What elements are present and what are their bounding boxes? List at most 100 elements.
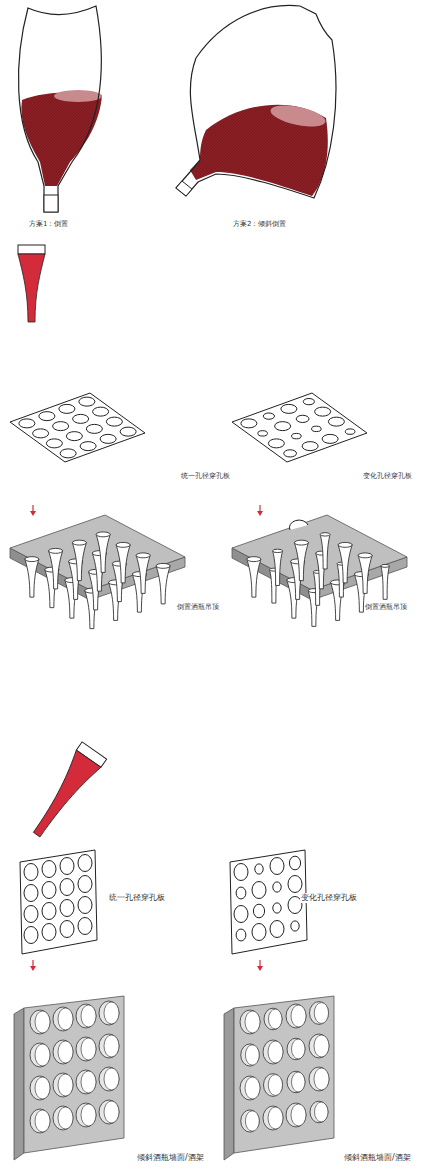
hanging-bottle	[136, 555, 150, 593]
hole	[106, 417, 122, 426]
drawing-part	[247, 557, 261, 562]
bottle-base	[309, 1067, 329, 1091]
hanging-bottle	[96, 534, 110, 572]
bottle-base	[76, 1004, 96, 1028]
caption-label: 方案2：倾斜倒置	[232, 220, 287, 228]
bottle-base	[286, 1103, 306, 1127]
hole	[42, 924, 56, 941]
drawing-part	[72, 540, 86, 545]
drawing-part	[58, 1107, 73, 1129]
hole	[328, 417, 344, 426]
caption-label: 倒置酒瓶吊顶	[364, 603, 408, 611]
drawing-part	[81, 1038, 96, 1060]
hole	[263, 413, 274, 419]
hanging-bottle	[338, 545, 352, 583]
hole	[252, 924, 266, 941]
bottle-base	[240, 1010, 260, 1034]
hole	[302, 442, 318, 451]
hanging-bottle	[320, 534, 330, 569]
drawing-part	[289, 520, 308, 530]
bottle-base	[263, 1106, 283, 1130]
hole	[60, 449, 76, 458]
drawing-part	[314, 1035, 329, 1057]
drawing-part	[269, 1009, 283, 1029]
drawing-part	[320, 533, 330, 536]
caption-label: 统一孔径穿孔板	[108, 893, 166, 903]
tilted-glass	[176, 5, 336, 198]
bottle-base	[264, 1074, 283, 1097]
hole	[120, 427, 136, 436]
drawing-part	[268, 1075, 282, 1096]
hanging-bottle	[247, 559, 261, 597]
upright-glass-icon	[18, 245, 45, 322]
drawing-part	[314, 1068, 329, 1090]
hole	[270, 921, 284, 938]
drawing-part	[58, 1008, 73, 1030]
bottle-base	[53, 1007, 73, 1031]
drawing-part	[268, 1041, 283, 1063]
hole	[345, 429, 355, 434]
drawing-part	[35, 1077, 50, 1099]
bottle-base	[76, 1070, 96, 1094]
hole	[284, 450, 297, 457]
caption-label: 变化孔径穿孔板	[362, 472, 413, 480]
drawing-part	[30, 966, 36, 971]
hanging-bottle	[294, 543, 308, 581]
hanging-bottle	[358, 555, 372, 593]
caption-label: 统一孔径穿孔板	[180, 472, 231, 480]
drawing-part	[58, 1041, 73, 1063]
drawing-part	[314, 1003, 328, 1024]
caption-label: 倒置酒瓶吊顶	[176, 603, 220, 611]
drawing-part	[224, 1008, 234, 1160]
hole	[241, 419, 257, 428]
drawing-part	[291, 1005, 306, 1027]
hole	[33, 429, 49, 438]
hole	[281, 404, 297, 413]
plate	[232, 393, 367, 462]
drawing-part	[268, 1107, 283, 1129]
bottle-base	[287, 1071, 305, 1093]
drawing-part	[104, 1002, 119, 1024]
drawing-part	[338, 542, 352, 547]
bottle-base	[53, 1040, 73, 1064]
hole	[78, 918, 92, 935]
hole	[236, 929, 246, 941]
hole	[73, 414, 89, 423]
bottle-base	[241, 1044, 260, 1066]
drawing-part	[245, 1011, 260, 1033]
drawing-part	[292, 1072, 306, 1092]
bottle-base	[76, 1037, 96, 1061]
hole	[60, 879, 74, 896]
hole	[273, 882, 281, 892]
hole	[78, 855, 92, 872]
drawing-part	[234, 996, 334, 1153]
bottle-base	[310, 1101, 328, 1123]
drawing-part	[315, 1102, 329, 1122]
drawing-part	[35, 1110, 50, 1132]
drawing-part	[245, 1111, 259, 1131]
wall-racks	[14, 996, 334, 1160]
perforated-plates	[10, 393, 367, 462]
bottle-base	[310, 1002, 329, 1025]
drawing-part	[81, 1071, 96, 1093]
hole	[303, 398, 314, 404]
bottle-base	[53, 1106, 73, 1130]
drawing-part	[136, 553, 150, 558]
hole	[253, 904, 264, 918]
caption-label: 方案1：倒置	[28, 220, 69, 228]
hanging-bottle	[25, 559, 39, 597]
drawing-part	[116, 542, 130, 547]
hole	[66, 432, 82, 441]
drawing-part	[96, 532, 110, 537]
drawing-part	[35, 1044, 50, 1066]
drawing-part	[291, 1104, 306, 1126]
drawing-part	[245, 1045, 259, 1065]
bottle-base	[30, 1010, 50, 1034]
bottle-base	[53, 1073, 73, 1097]
hole	[289, 856, 300, 870]
drawing-part	[24, 996, 124, 1153]
drawing-part	[232, 515, 407, 590]
drawing-part	[245, 1077, 260, 1099]
plate	[230, 850, 307, 954]
